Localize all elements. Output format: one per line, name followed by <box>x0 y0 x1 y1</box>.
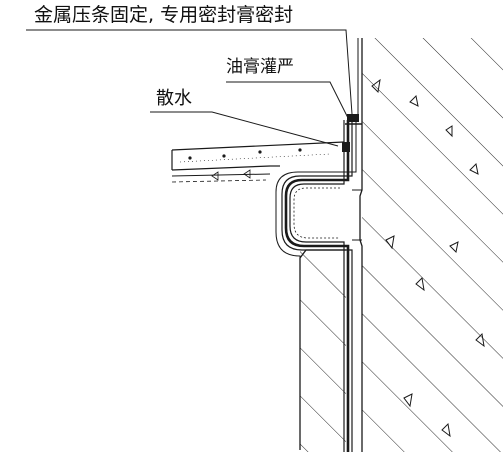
apron-slab <box>171 141 345 183</box>
aggregate-marks <box>371 78 485 438</box>
foundation-wall <box>357 38 503 452</box>
leader-lines <box>26 29 353 147</box>
label-metal-strip: 金属压条固定, 专用密封膏密封 <box>34 4 294 26</box>
label-grout: 油膏灌严 <box>226 57 294 77</box>
label-apron: 散水 <box>156 88 192 109</box>
plinth <box>299 249 346 452</box>
waterproof-membrane <box>275 120 362 452</box>
metal-strip <box>342 114 362 152</box>
